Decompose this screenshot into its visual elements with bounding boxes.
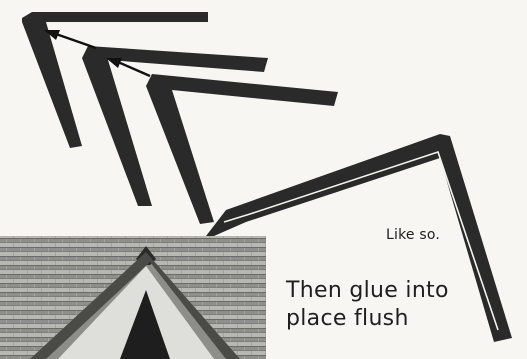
trim-piece-3 [146, 74, 338, 224]
gable-roof-photo [0, 236, 266, 359]
instruction-line-2: place flush [286, 305, 449, 333]
instruction-line-1: Then glue into [286, 277, 449, 305]
instruction-caption: Then glue into place flush [286, 277, 449, 333]
like-so-caption: Like so. [386, 227, 440, 243]
